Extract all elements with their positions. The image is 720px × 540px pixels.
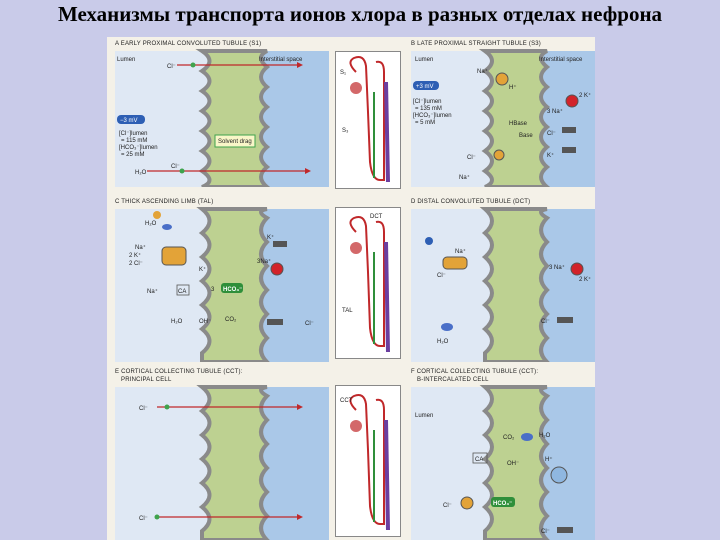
nephron-cct-label: CCT: [340, 398, 353, 404]
panel-b-h: H⁺: [509, 84, 517, 91]
panel-a-hco3-lumen: [HCO₃⁻]lumen: [119, 145, 158, 151]
panel-f-h2o: H₂O: [539, 433, 551, 439]
panel-b-heading: B LATE PROXIMAL STRAIGHT TUBULE (S3): [411, 41, 542, 47]
panel-c-heading: C THICK ASCENDING LIMB (TAL): [115, 199, 214, 205]
panel-f-co2: CO₂: [503, 435, 515, 441]
panel-e-cct-principal: E CORTICAL COLLECTING TUBULE (CCT): PRIN…: [107, 367, 329, 540]
panel-f-h: H⁺: [545, 456, 553, 463]
panel-b-diagram: Lumen Interstitial space +3 mV [Cl⁻]lume…: [411, 49, 595, 187]
panel-c-cl: Cl⁻: [305, 321, 314, 327]
panel-d-3na: 3 Na⁺: [549, 264, 565, 271]
panel-e-diagram: Cl⁻ Cl⁻: [115, 385, 329, 540]
panel-d-distal-convoluted: D DISTAL CONVOLUTED TUBULE (DCT) Na⁺ Cl⁻…: [407, 197, 595, 362]
panel-b-3na: 3 Na⁺: [547, 108, 563, 115]
panel-b-2k: 2 K⁺: [579, 92, 591, 99]
panel-b-hco3-lumen-value: = 5 mM: [415, 120, 435, 126]
panel-a-lumen-label: Lumen: [117, 57, 135, 63]
panel-b-hco3-lumen: [HCO₃⁻]lumen: [413, 113, 452, 119]
panel-f-cct-beta-intercalated: F CORTICAL COLLECTING TUBULE (CCT): β-IN…: [407, 367, 595, 540]
panel-f-hco3: HCO₃⁻: [493, 501, 512, 507]
panel-c-k-2: K⁺: [267, 234, 274, 241]
panel-b-na: Na⁺: [477, 68, 488, 75]
nephron-diagram-middle: DCT TAL: [335, 207, 401, 359]
panel-d-diagram: Na⁺ Cl⁻ 3 Na⁺ 2 K⁺ Cl⁻ H₂O: [411, 207, 595, 362]
panel-a-cl-label-2: Cl⁻: [171, 164, 180, 170]
panel-c-thick-ascending-limb: C THICK ASCENDING LIMB (TAL) H₂O Na⁺ 2 K…: [107, 197, 329, 362]
panel-c-h2o-2: H₂O: [171, 319, 183, 325]
slide-title: Механизмы транспорта ионов хлора в разны…: [57, 2, 663, 26]
panel-a-cl-lumen-value: = 115 mM: [121, 138, 147, 144]
figure-sheet: A EARLY PROXIMAL CONVOLUTED TUBULE (S1) …: [107, 37, 595, 540]
panel-e-heading-1: E CORTICAL COLLECTING TUBULE (CCT):: [115, 369, 243, 375]
panel-f-cl: Cl⁻: [443, 503, 452, 509]
panel-a-diagram: Lumen Interstitial space Cl⁻ −3 mV [Cl⁻]…: [115, 49, 329, 187]
panel-b-hbase: HBase: [509, 121, 528, 127]
panel-a-hco3-lumen-value: = 25 mM: [121, 152, 145, 158]
panel-f-cl-2: Cl⁻: [541, 529, 550, 535]
panel-c-k: K⁺: [199, 266, 206, 273]
panel-d-heading: D DISTAL CONVOLUTED TUBULE (DCT): [411, 199, 531, 205]
panel-d-cl-2: Cl⁻: [541, 319, 550, 325]
panel-d-na: Na⁺: [455, 248, 466, 255]
panel-c-2cl: 2 Cl⁻: [129, 261, 143, 267]
nephron-icon: [384, 81, 390, 183]
panel-c-hco3: HCO₃⁻: [223, 287, 242, 293]
panel-d-2k: 2 K⁺: [579, 276, 591, 283]
panel-b-cl-2: Cl⁻: [467, 155, 476, 161]
nephron-dct-label: DCT: [370, 214, 383, 220]
panel-b-na-2: Na⁺: [459, 174, 470, 181]
panel-a-early-proximal: A EARLY PROXIMAL CONVOLUTED TUBULE (S1) …: [107, 37, 329, 187]
panel-c-h2o: H₂O: [145, 221, 157, 227]
panel-a-potential: −3 mV: [120, 118, 138, 124]
water-molecule-icon: [441, 323, 453, 331]
panel-c-na: Na⁺: [135, 244, 146, 251]
panel-c-na-2: Na⁺: [147, 288, 158, 295]
potential-badge: [117, 115, 145, 124]
panel-c-co2: CO₂: [225, 317, 237, 323]
panel-d-h2o: H₂O: [437, 339, 449, 345]
panel-c-diagram: H₂O Na⁺ 2 K⁺ 2 Cl⁻ K⁺ 3Na⁺ K⁺ Na⁺ CA 3 H…: [115, 207, 329, 362]
chloride-ion-icon: [190, 62, 196, 68]
panel-a-heading: A EARLY PROXIMAL CONVOLUTED TUBULE (S1): [115, 41, 262, 47]
panel-b-potential: +3 mV: [416, 84, 434, 90]
panel-e-cl-2: Cl⁻: [139, 516, 148, 522]
panel-a-h2o-label: H₂O: [135, 170, 147, 176]
nephron-tal-label: TAL: [342, 308, 353, 314]
panel-c-3na: 3Na⁺: [257, 258, 271, 265]
panel-a-interstitial-label: Interstitial space: [259, 57, 303, 63]
channel-icon: [562, 127, 576, 133]
panel-f-heading-2: β-INTERCALATED CELL: [417, 377, 489, 383]
panel-f-heading-1: F CORTICAL COLLECTING TUBULE (CCT):: [411, 369, 539, 375]
panel-e-cl: Cl⁻: [139, 406, 148, 412]
panel-b-cl-lumen-value: = 135 mM: [415, 106, 442, 112]
panel-b-late-proximal: B LATE PROXIMAL STRAIGHT TUBULE (S3) Lum…: [407, 37, 595, 187]
panel-c-2k: 2 K⁺: [129, 252, 141, 259]
panel-f-ca: CA: [475, 457, 483, 463]
panel-e-heading-2: PRINCIPAL CELL: [121, 377, 172, 383]
panel-a-cl-lumen: [Cl⁻]lumen: [119, 131, 148, 137]
nephron-s1-label: S₁: [340, 70, 346, 76]
panel-a-solvent-drag: Solvent drag: [218, 139, 252, 145]
panel-d-cl: Cl⁻: [437, 273, 446, 279]
panel-b-cl: Cl⁻: [547, 131, 556, 137]
panel-c-oh: OH⁻: [199, 319, 211, 325]
panel-a-cl-label: Cl⁻: [167, 64, 176, 70]
panel-c-ca: CA: [178, 289, 186, 295]
panel-b-k: K⁺: [547, 152, 554, 159]
panel-f-lumen: Lumen: [415, 413, 433, 419]
nephron-s3-label: S₃: [342, 128, 349, 134]
panel-b-cl-lumen: [Cl⁻]lumen: [413, 99, 442, 105]
transporter-icon: [495, 72, 509, 86]
nephron-diagram-top: S₁ S₃: [335, 51, 401, 189]
panel-b-interstitial-label: Interstitial space: [539, 57, 583, 63]
panel-f-diagram: Lumen CO₂ H₂O CA OH⁻ H⁺ HCO₃⁻ Cl⁻ Cl⁻: [411, 385, 595, 540]
panel-b-lumen-label: Lumen: [415, 57, 433, 63]
panel-f-oh: OH⁻: [507, 461, 519, 467]
panel-c-three: 3: [211, 287, 215, 293]
nephron-diagram-bottom: CCT: [335, 385, 401, 537]
panel-b-base: Base: [519, 133, 533, 139]
